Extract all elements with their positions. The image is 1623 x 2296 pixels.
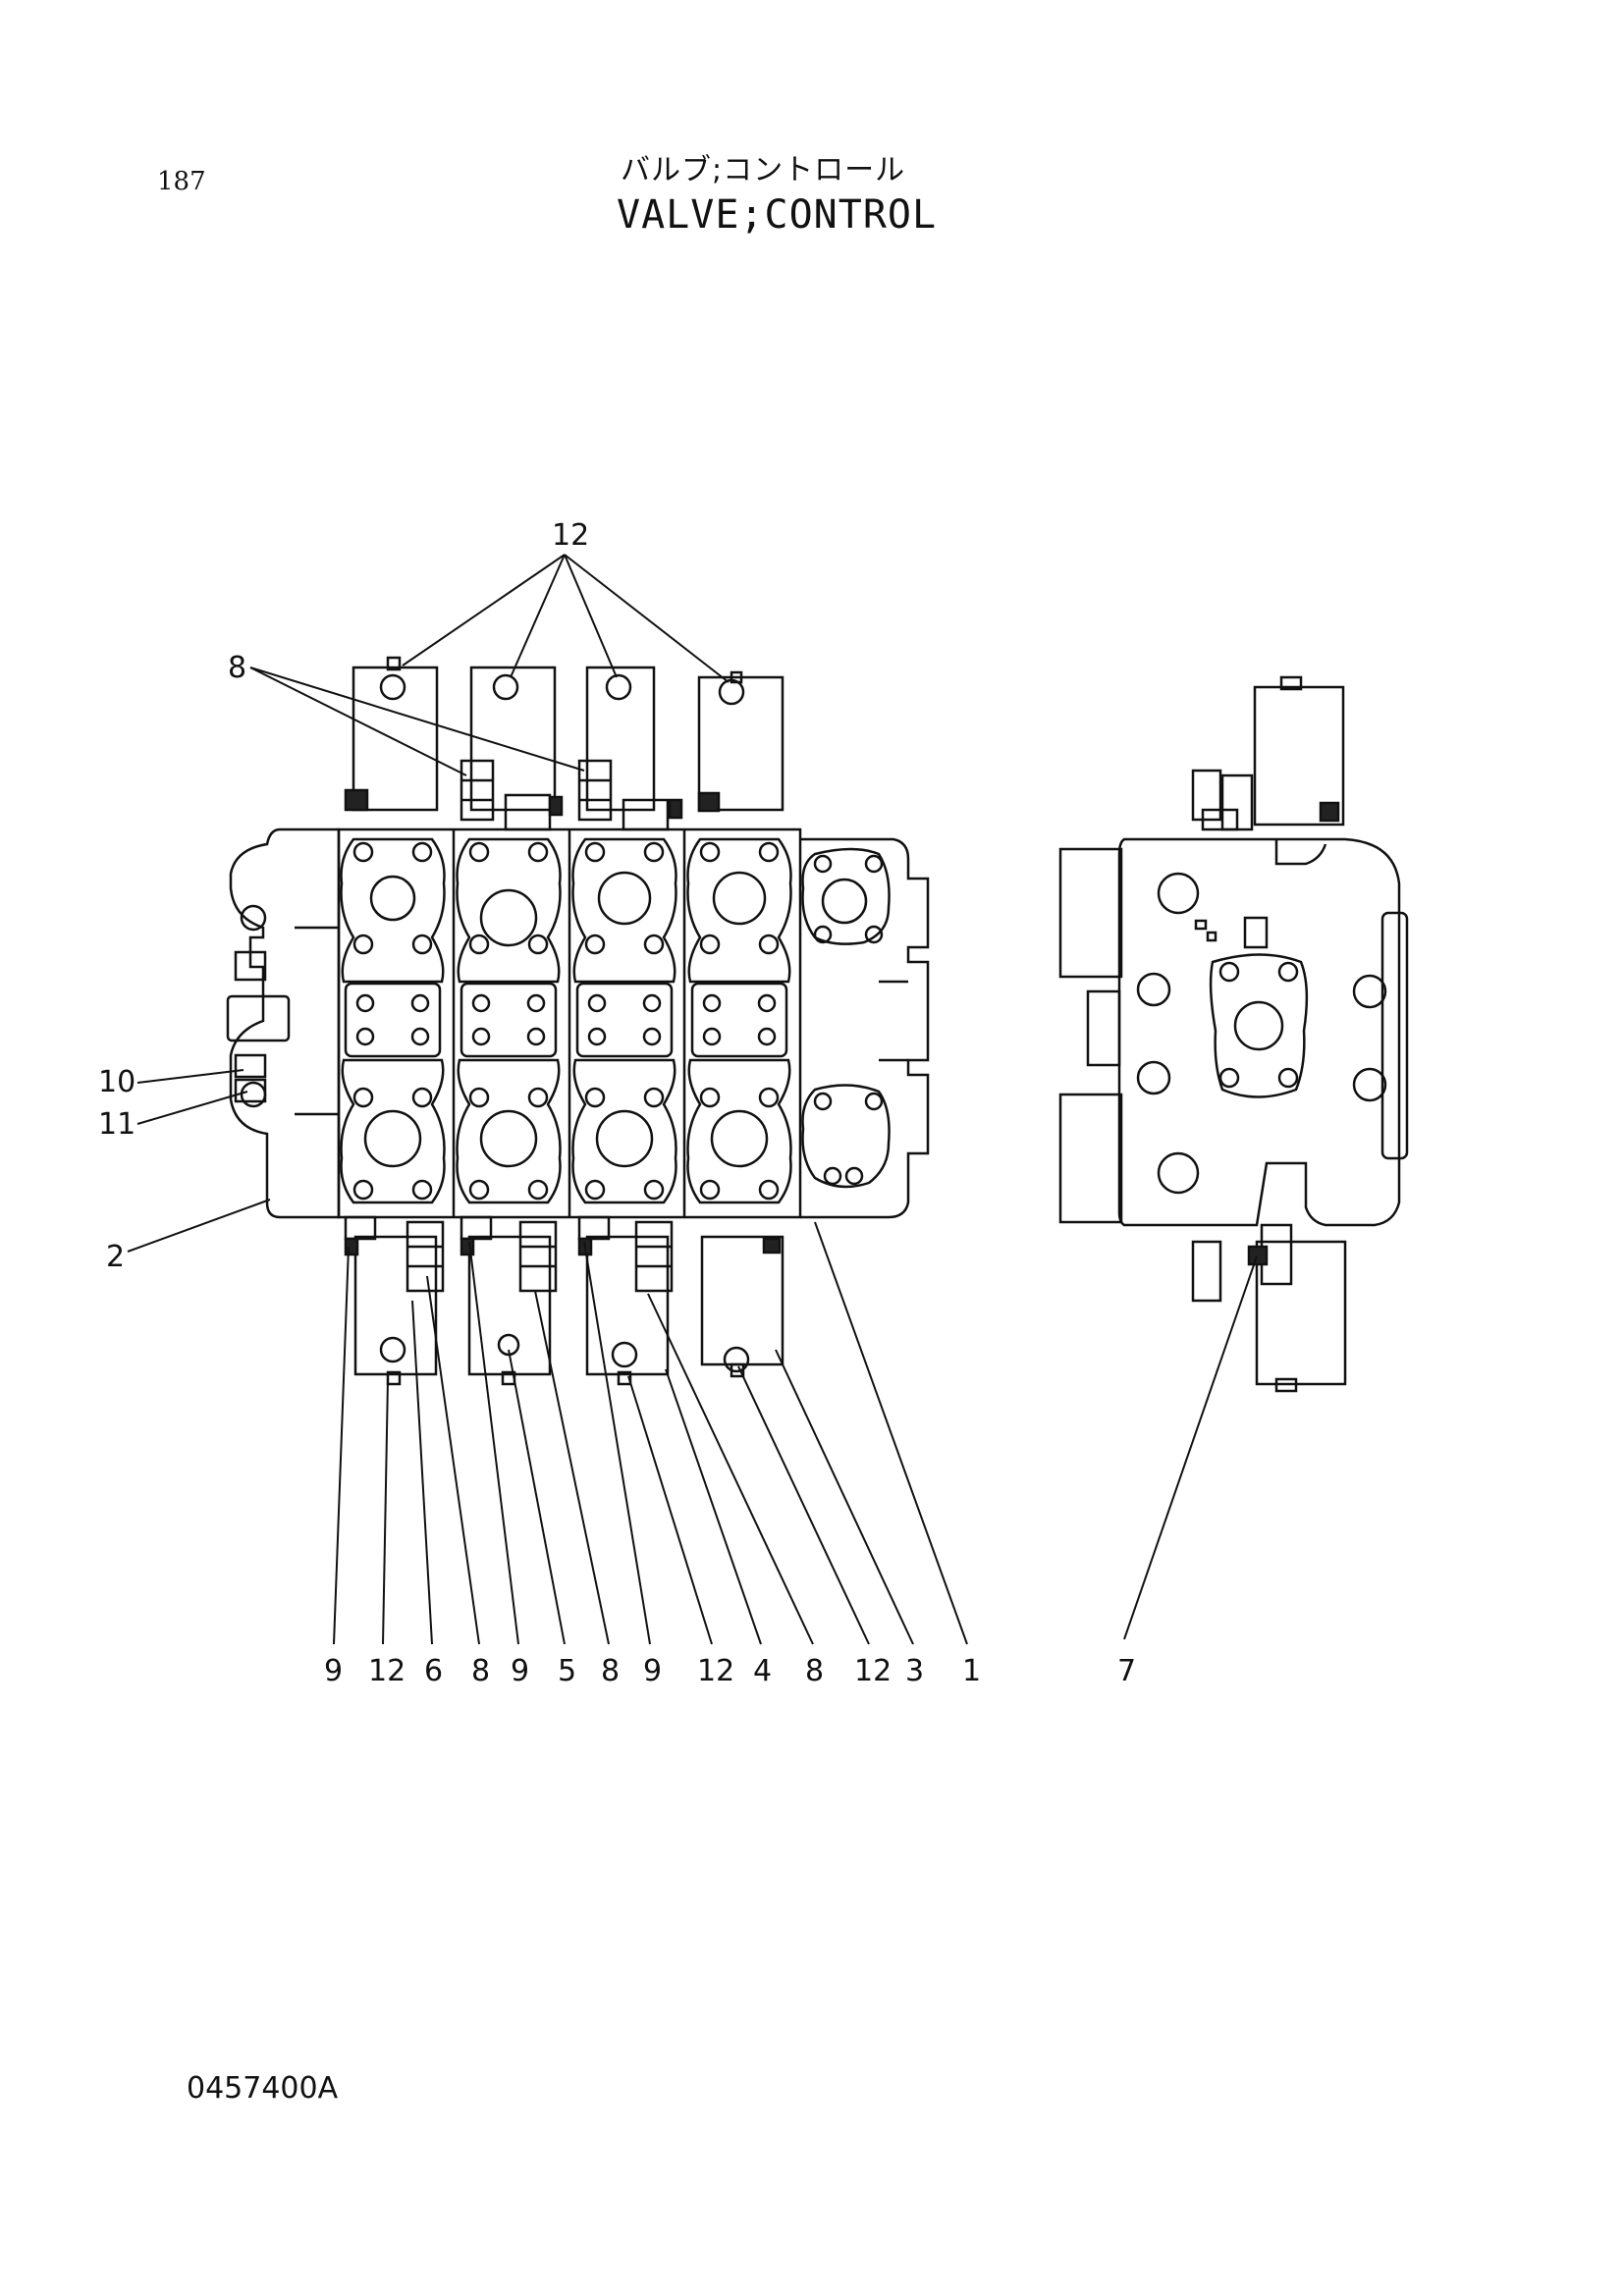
callout-bottom-11: 8 bbox=[805, 1654, 824, 1688]
callout-2: 2 bbox=[106, 1240, 125, 1274]
callout-10: 10 bbox=[98, 1065, 135, 1099]
page-number: 187 bbox=[157, 167, 206, 196]
callout-bottom-7: 8 bbox=[601, 1654, 620, 1688]
callout-bottom-6: 5 bbox=[558, 1654, 576, 1688]
callout-12-top: 12 bbox=[552, 518, 589, 553]
callout-bottom-2: 12 bbox=[368, 1654, 406, 1688]
callout-bottom-12: 12 bbox=[854, 1654, 892, 1688]
main-valve-body bbox=[226, 828, 930, 1219]
callout-7: 7 bbox=[1117, 1654, 1136, 1688]
callout-bottom-8: 9 bbox=[643, 1654, 662, 1688]
callout-bottom-4: 8 bbox=[471, 1654, 490, 1688]
callout-bottom-10: 4 bbox=[753, 1654, 772, 1688]
section-flanges bbox=[340, 837, 891, 1204]
callout-bottom-14: 1 bbox=[962, 1654, 981, 1688]
title-english: VALVE;CONTROL bbox=[617, 192, 938, 238]
top-spool-caps bbox=[344, 656, 784, 831]
callout-bottom-13: 3 bbox=[905, 1654, 924, 1688]
side-view-valve bbox=[1058, 675, 1409, 1393]
callout-labels: 12 8 10 11 2 9 12 6 8 9 5 8 9 12 4 8 12 … bbox=[98, 518, 1136, 1688]
callout-bottom-3: 6 bbox=[424, 1654, 443, 1688]
callout-bottom-1: 9 bbox=[324, 1654, 343, 1688]
callout-bottom-9: 12 bbox=[697, 1654, 734, 1688]
leader-lines bbox=[127, 554, 1258, 1645]
callout-11: 11 bbox=[98, 1107, 135, 1142]
callout-bottom-5: 9 bbox=[511, 1654, 529, 1688]
figure-code: 0457400A bbox=[187, 2071, 339, 2106]
callout-8-left: 8 bbox=[228, 651, 246, 685]
title-japanese: バルブ;コントロール bbox=[621, 153, 906, 187]
bottom-spool-caps bbox=[344, 1215, 784, 1386]
